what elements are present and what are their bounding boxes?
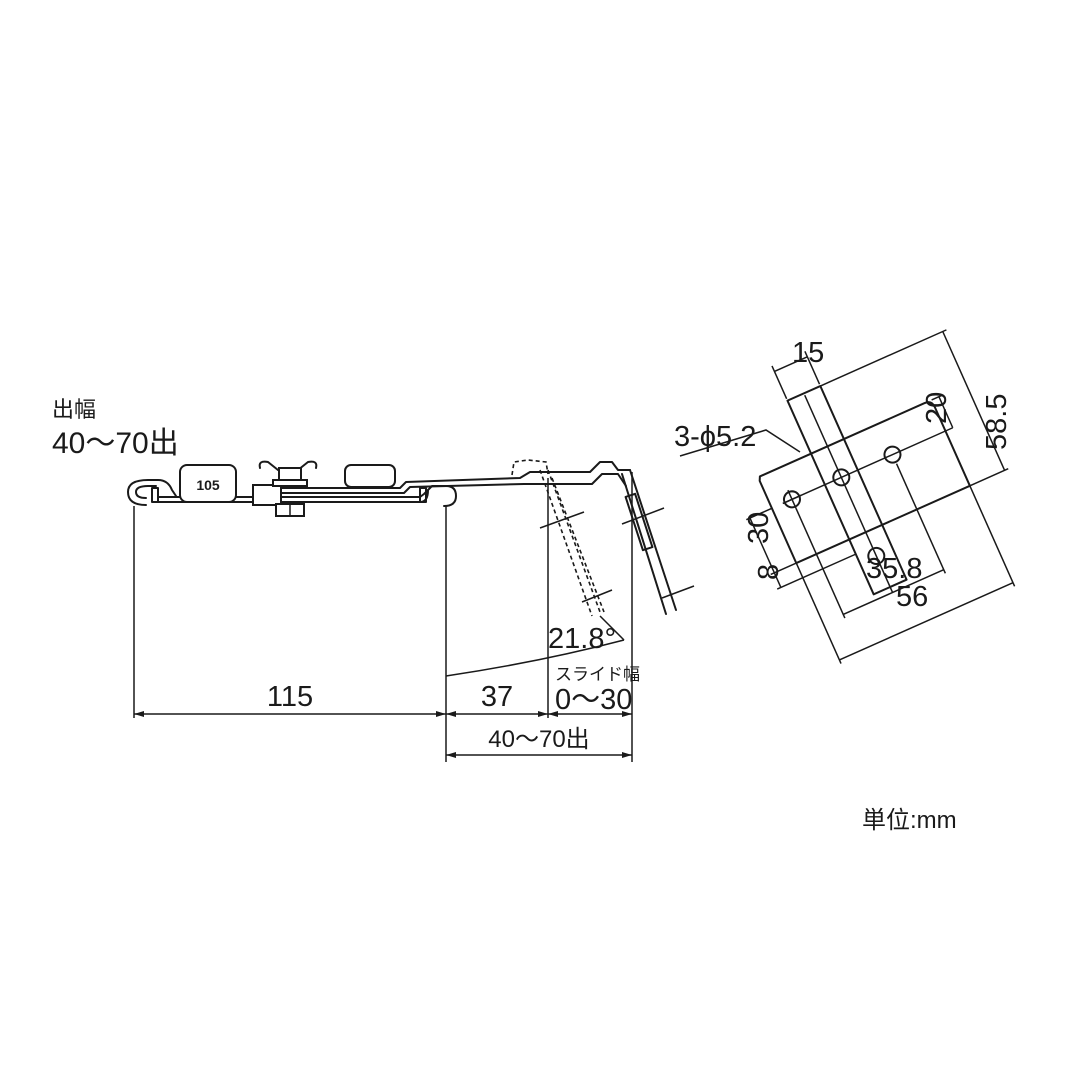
dim-37: 37 bbox=[481, 681, 513, 713]
hole-icon bbox=[782, 445, 902, 565]
plate-view bbox=[746, 329, 1016, 664]
side-view: 105 21.8° bbox=[127, 459, 695, 762]
projection-range: 40〜70出 bbox=[52, 427, 179, 460]
dim-58-5: 58.5 bbox=[981, 394, 1013, 450]
dim-bottom: 40〜70出 bbox=[488, 726, 589, 753]
slide-label: スライド幅 bbox=[555, 665, 640, 684]
dim-56: 56 bbox=[896, 581, 928, 613]
slide-range: 0〜30 bbox=[555, 684, 632, 716]
angle-label: 21.8° bbox=[548, 623, 616, 655]
dim-115: 115 bbox=[267, 681, 313, 713]
dim-20: 20 bbox=[921, 392, 953, 424]
dim-15: 15 bbox=[792, 337, 824, 369]
dim-8: 8 bbox=[753, 564, 785, 580]
tag-105: 105 bbox=[196, 477, 220, 493]
dim-30: 30 bbox=[743, 512, 775, 544]
unit-note: 単位:mm bbox=[862, 807, 957, 834]
projection-label: 出幅 bbox=[52, 397, 97, 422]
dim-35-8: 35.8 bbox=[866, 553, 922, 585]
